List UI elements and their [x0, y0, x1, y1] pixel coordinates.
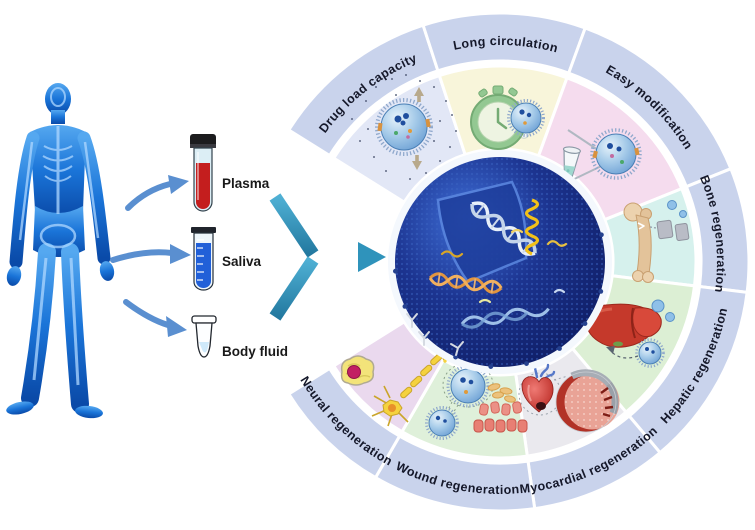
- arrow-body-to-plasma: [125, 175, 189, 211]
- arrow-body-to-saliva: [110, 244, 191, 264]
- liver-icon: [585, 299, 675, 368]
- feature-wheel: Drug load capacity Long circulation Easy…: [287, 11, 751, 513]
- skeleton-overlay: [18, 87, 100, 386]
- femur-implant-icon: [623, 200, 690, 283]
- membrane-bumps: [393, 232, 604, 369]
- skin-cells: [473, 383, 528, 433]
- arrow-body-to-body-fluid: [123, 299, 187, 337]
- drug-loaded-vesicle-icon: [351, 74, 457, 180]
- dna-helix-white: [470, 201, 537, 256]
- plasma-label: Plasma: [222, 176, 270, 191]
- rna-coil-yellow: [524, 198, 540, 256]
- saliva-label: Saliva: [222, 254, 262, 269]
- antibody-marks: [406, 313, 464, 356]
- wound-vesicles-cells-icon: [425, 362, 528, 440]
- brain-neuron-icon: [340, 341, 453, 427]
- merge-arrow: [269, 193, 386, 321]
- bone-implant-icon: [649, 219, 690, 241]
- band-neural-regeneration: [287, 367, 401, 480]
- stopwatch-icon: [470, 85, 545, 150]
- circulating-vesicle-icon: [507, 99, 545, 137]
- heart-myocardium-icon: [518, 363, 620, 433]
- saliva-tube-icon: [191, 227, 216, 291]
- vesicles-to-liver: [606, 299, 675, 368]
- wedge-neural-regeneration: [332, 320, 445, 434]
- plasma-tube-icon: [190, 134, 216, 212]
- body-fluid-tube-icon: [191, 315, 217, 358]
- modification-tube-vesicle-icon: [562, 128, 642, 185]
- body-fluid-label: Body fluid: [222, 344, 288, 359]
- protein-marks: [440, 228, 568, 304]
- human-body-illustration: [6, 83, 115, 419]
- myocardium-magnified-disc: [555, 369, 620, 433]
- exosome-sphere-icon: [393, 157, 605, 369]
- brain-icon: [340, 355, 375, 386]
- dna-helix-lightblue: [460, 307, 550, 329]
- dna-helix-orange: [428, 272, 503, 294]
